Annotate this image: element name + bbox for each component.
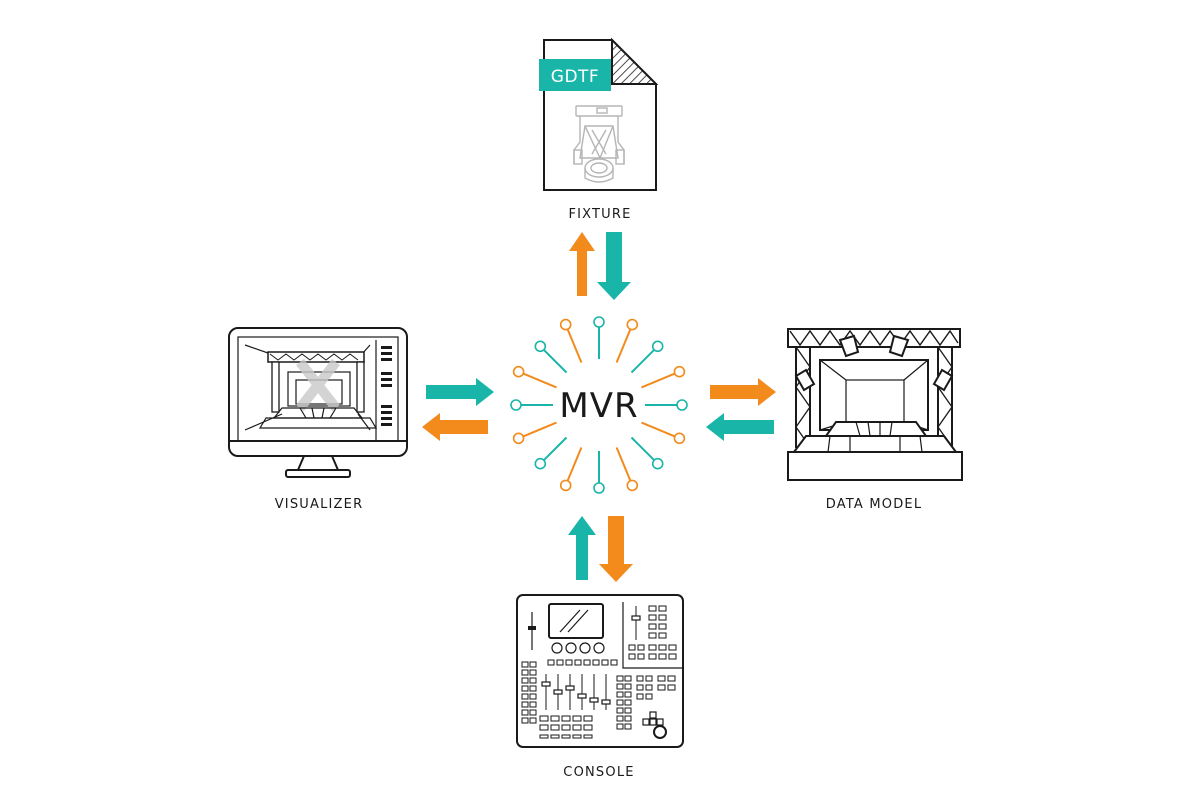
- gdtf-badge-text: GDTF: [551, 67, 599, 87]
- hub-spoke: [615, 447, 639, 492]
- visualizer-node: VISUALIZER: [228, 327, 494, 512]
- data-model-in-arrow: [710, 378, 776, 406]
- console-faders: [541, 606, 641, 710]
- stage-light-icon: [838, 334, 860, 358]
- hub-spoke: [593, 451, 605, 494]
- fixture-out-arrow: [569, 232, 595, 296]
- hub-spoke: [630, 340, 664, 374]
- fixture-node: GDTF FIXTURE: [539, 37, 659, 300]
- hub-spokes: [510, 316, 688, 494]
- console-in-arrow: [599, 516, 633, 582]
- stage-light-icon: [932, 368, 954, 392]
- hub-spoke: [534, 340, 568, 374]
- hub-spoke: [641, 421, 686, 445]
- stage-truss-icon: [787, 328, 963, 481]
- fixture-label: FIXTURE: [568, 207, 631, 222]
- hub-spoke: [593, 316, 605, 359]
- console-node: CONSOLE: [516, 516, 684, 780]
- data-model-label: DATA MODEL: [826, 497, 923, 512]
- gdtf-file-icon: GDTF: [539, 37, 659, 191]
- mvr-hub: MVR: [510, 316, 688, 494]
- hub-spoke: [645, 399, 688, 411]
- hub-spoke: [512, 365, 557, 389]
- data-model-out-arrow: [706, 413, 774, 441]
- monitor-stage-icon: [228, 327, 408, 478]
- console-out-arrow: [568, 516, 596, 580]
- lighting-console-icon: [516, 594, 684, 748]
- fixture-in-arrow: [597, 232, 631, 300]
- console-label: CONSOLE: [563, 765, 634, 780]
- stage-light-icon: [794, 368, 816, 392]
- hub-spoke: [512, 421, 557, 445]
- gdtf-badge: [539, 59, 611, 91]
- hub-spoke: [534, 436, 568, 470]
- stage-light-icon: [888, 334, 910, 358]
- console-jog-wheel-icon: [653, 725, 667, 739]
- hub-spoke: [615, 318, 639, 363]
- console-buttons: [521, 605, 677, 739]
- data-model-node: DATA MODEL: [706, 328, 963, 512]
- hub-spoke: [559, 447, 583, 492]
- hub-spoke: [559, 318, 583, 363]
- visualizer-out-arrow: [426, 378, 494, 406]
- hub-spoke: [510, 399, 553, 411]
- visualizer-in-arrow: [422, 413, 488, 441]
- moving-head-icon: [573, 105, 625, 183]
- visualizer-side-panel: [381, 346, 392, 426]
- hub-spoke: [630, 436, 664, 470]
- visualizer-label: VISUALIZER: [275, 497, 364, 512]
- hub-spoke: [641, 365, 686, 389]
- hub-label: MVR: [559, 386, 638, 426]
